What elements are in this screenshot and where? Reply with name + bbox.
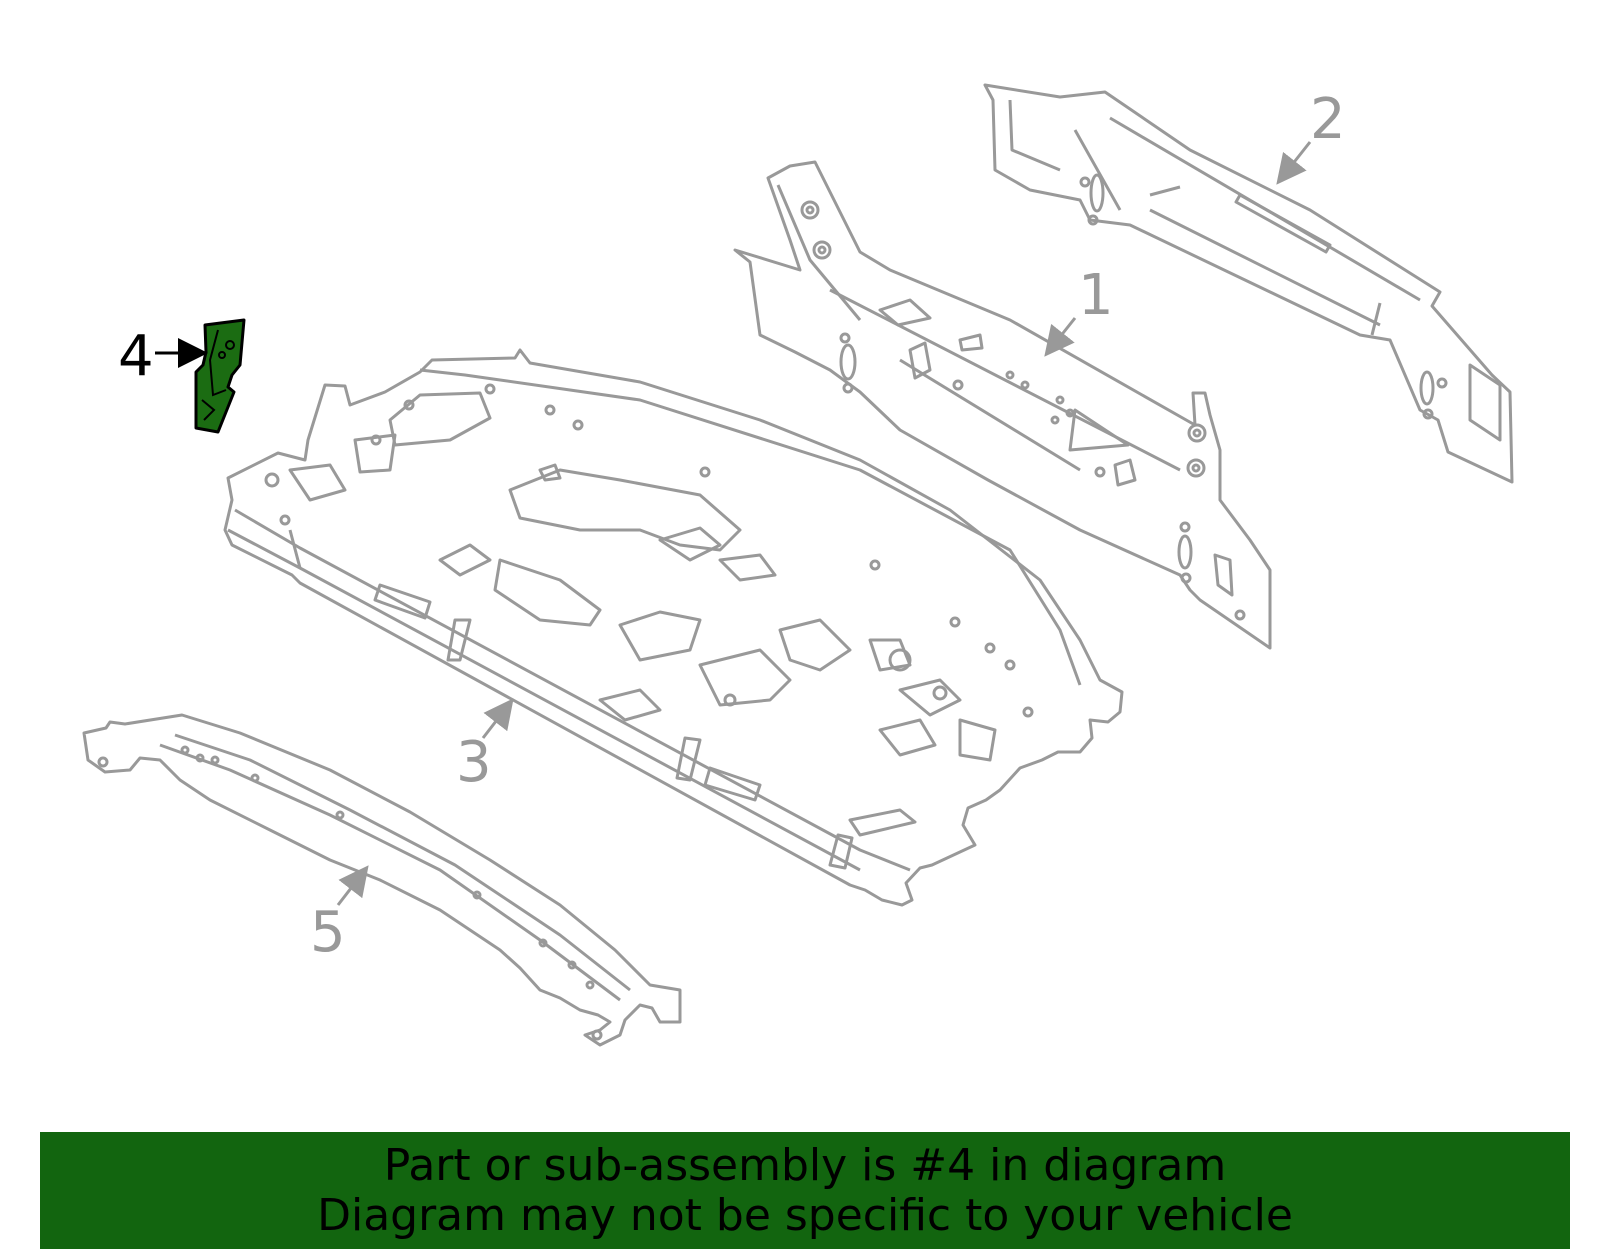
part-2-upper-panel xyxy=(983,83,1514,484)
banner-line-part-number: Part or sub-assembly is #4 in diagram xyxy=(383,1139,1227,1191)
info-banner: Part or sub-assembly is #4 in diagram Di… xyxy=(40,1132,1570,1249)
callout-arrow-5 xyxy=(336,865,369,906)
part-5-cross-member xyxy=(82,713,682,1047)
banner-line-disclaimer: Diagram may not be specific to your vehi… xyxy=(317,1189,1293,1241)
callout-arrow-1 xyxy=(1044,317,1077,357)
callout-arrow-3 xyxy=(481,698,514,739)
part-3-package-tray xyxy=(223,348,1124,907)
callout-label-1: 1 xyxy=(1078,263,1114,328)
callout-arrow-2 xyxy=(1276,141,1312,185)
part-4-bracket-highlighted xyxy=(194,318,246,434)
part-1-rear-panel xyxy=(733,160,1272,650)
callout-label-2: 2 xyxy=(1310,87,1346,152)
callout-label-4: 4 xyxy=(118,324,154,389)
callout-label-5: 5 xyxy=(310,900,346,965)
callout-label-3: 3 xyxy=(456,730,492,795)
parts-diagram xyxy=(82,83,1514,1047)
